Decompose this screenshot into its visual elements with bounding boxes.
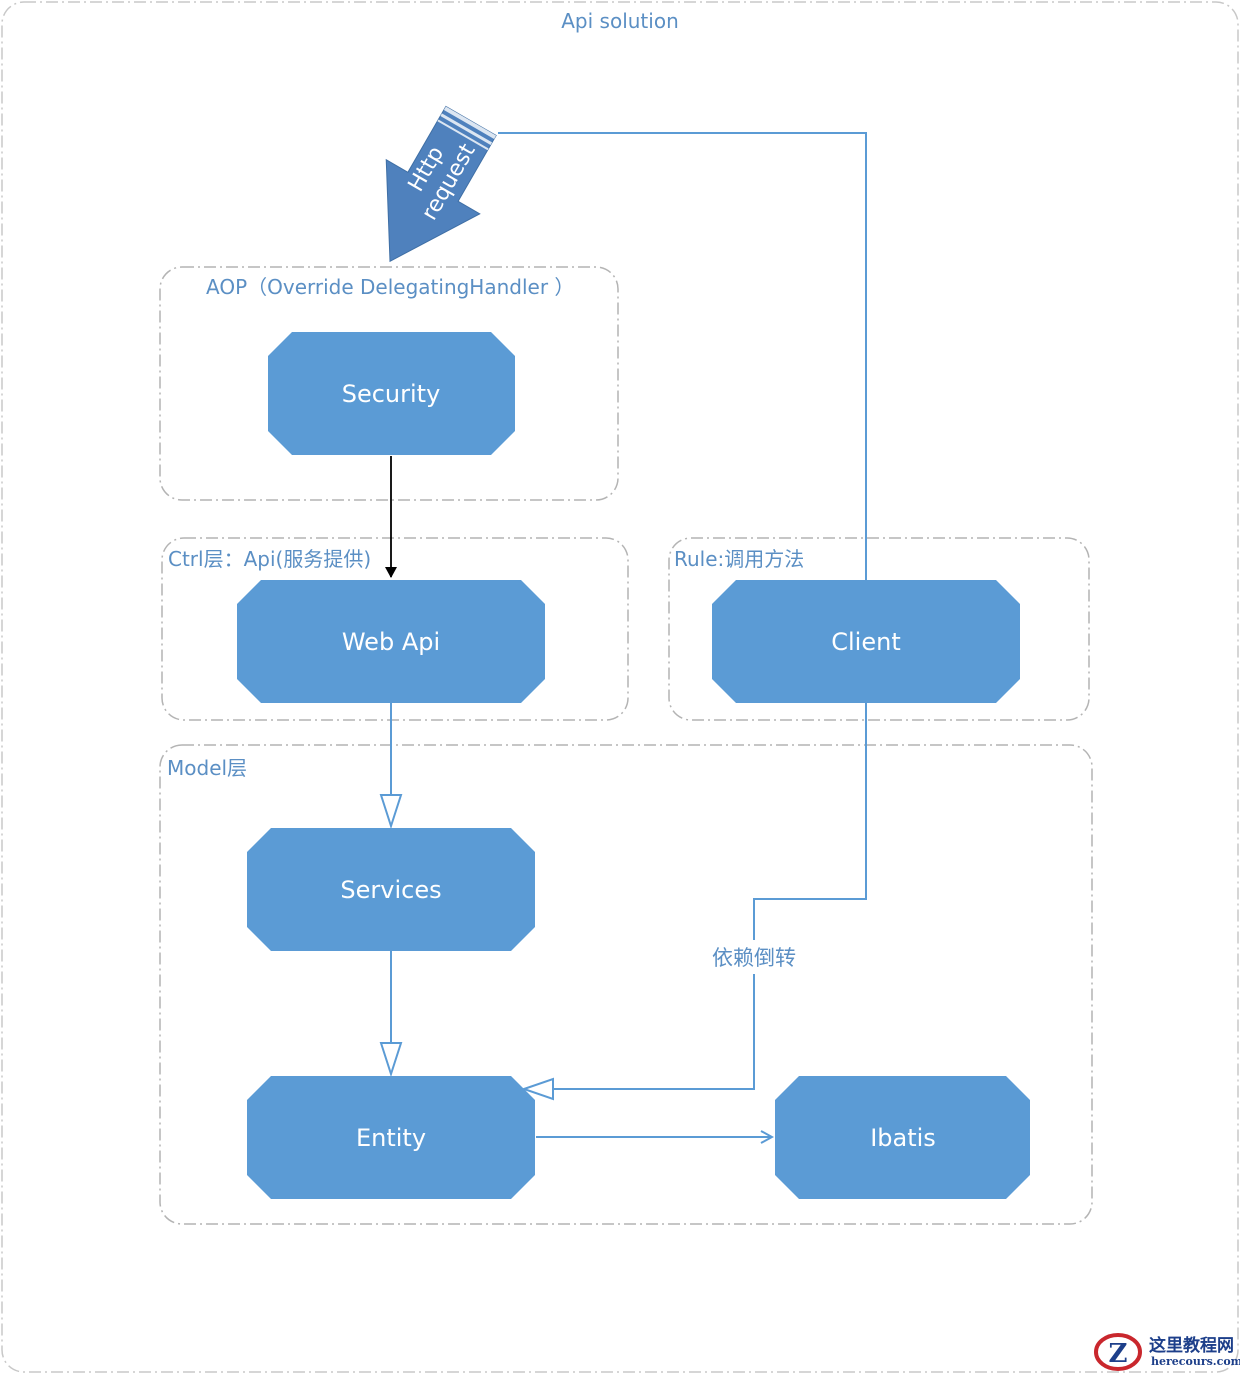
aop-group-label: AOP（Override DelegatingHandler ） bbox=[206, 275, 574, 299]
rule-group-label: Rule:调用方法 bbox=[674, 547, 804, 571]
dependency-inversion-label-bg bbox=[706, 940, 802, 974]
node-client: Client bbox=[712, 580, 1020, 703]
node-services: Services bbox=[247, 828, 535, 951]
node-ibatis-label: Ibatis bbox=[870, 1124, 936, 1152]
ctrl-group bbox=[161, 537, 629, 721]
services-to-entity-arrowhead bbox=[379, 1042, 403, 1078]
node-security: Security bbox=[268, 332, 515, 455]
node-web-api: Web Api bbox=[237, 580, 545, 703]
node-client-label: Client bbox=[831, 628, 900, 656]
http-request-arrow: Http request bbox=[385, 105, 497, 263]
watermark-url: herecours.com bbox=[1151, 1355, 1240, 1368]
ctrl-group-label: Ctrl层：Api(服务提供) bbox=[168, 547, 371, 571]
node-services-label: Services bbox=[340, 876, 441, 904]
node-security-label: Security bbox=[342, 380, 441, 408]
container-title: Api solution bbox=[561, 9, 679, 33]
node-web-api-label: Web Api bbox=[342, 628, 440, 656]
model-group-label: Model层 bbox=[167, 756, 247, 780]
dependency-inversion-label: 依赖倒转 bbox=[712, 946, 796, 970]
node-entity: Entity bbox=[247, 1076, 535, 1199]
webapi-to-services-arrowhead bbox=[379, 794, 403, 830]
aop-group bbox=[159, 266, 619, 501]
watermark-title: 这里教程网 bbox=[1149, 1335, 1234, 1356]
node-entity-label: Entity bbox=[356, 1124, 426, 1152]
watermark-logo: Z 这里教程网 herecours.com bbox=[1094, 1333, 1240, 1371]
client-to-entity-arrowhead bbox=[520, 1077, 554, 1101]
node-ibatis: Ibatis bbox=[775, 1076, 1030, 1199]
svg-text:Z: Z bbox=[1109, 1339, 1128, 1369]
client-to-http-line bbox=[498, 132, 867, 580]
rule-group bbox=[668, 537, 1090, 721]
client-to-entity-line bbox=[524, 703, 867, 1090]
model-group bbox=[159, 744, 1093, 1225]
